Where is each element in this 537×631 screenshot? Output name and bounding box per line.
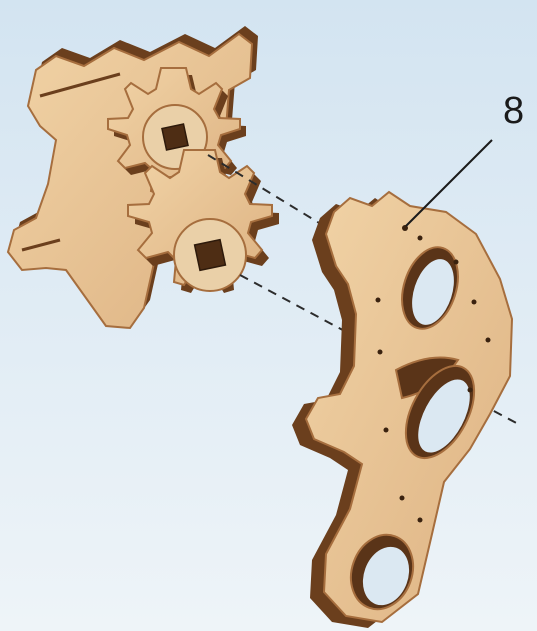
callout-label-8: 8 [503,92,524,130]
